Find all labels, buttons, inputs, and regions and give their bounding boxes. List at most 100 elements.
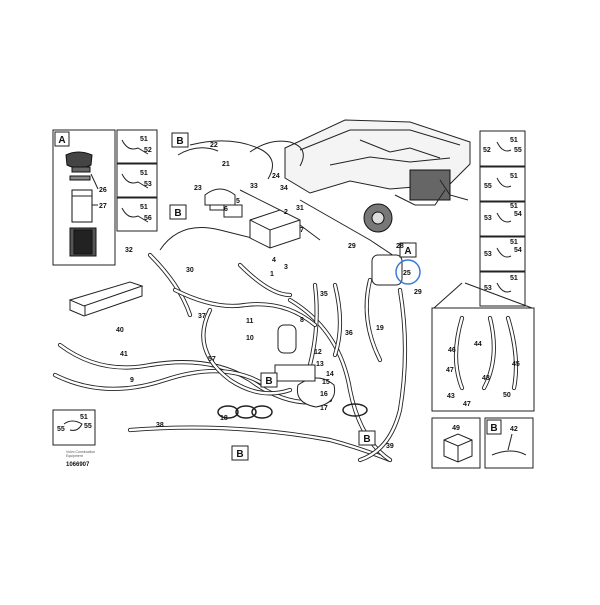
clip-group-right-4: 51 53 54 xyxy=(479,236,526,272)
svg-text:28: 28 xyxy=(396,243,404,250)
svg-text:30: 30 xyxy=(186,267,194,274)
section-tag-b-1: B xyxy=(171,132,189,148)
svg-text:6: 6 xyxy=(224,206,228,213)
svg-text:A: A xyxy=(404,246,411,257)
svg-text:48: 48 xyxy=(482,375,490,382)
inset-a-tag: A xyxy=(58,135,65,146)
svg-text:12: 12 xyxy=(314,349,322,356)
svg-text:3: 3 xyxy=(284,264,288,271)
clip-group-left-3: 51 56 xyxy=(116,197,158,232)
svg-text:25: 25 xyxy=(403,270,411,277)
svg-text:8: 8 xyxy=(300,317,304,324)
svg-text:5: 5 xyxy=(236,198,240,205)
footer-line-2: Equipment xyxy=(66,454,83,458)
svg-text:15: 15 xyxy=(322,379,330,386)
section-tag-b-4: B xyxy=(231,445,249,461)
filter-cartridge-icon xyxy=(71,189,93,223)
filter-canister-icon xyxy=(204,188,236,206)
svg-text:54: 54 xyxy=(514,211,522,218)
svg-text:50: 50 xyxy=(503,392,511,399)
svg-text:35: 35 xyxy=(320,291,328,298)
svg-text:55: 55 xyxy=(514,147,522,154)
svg-text:B: B xyxy=(174,208,181,219)
svg-text:36: 36 xyxy=(345,330,353,337)
accumulator-icon xyxy=(296,377,336,408)
svg-text:31: 31 xyxy=(296,205,304,212)
svg-text:51: 51 xyxy=(510,203,518,210)
svg-text:34: 34 xyxy=(280,185,288,192)
svg-text:B: B xyxy=(490,423,497,434)
svg-text:56: 56 xyxy=(144,215,152,222)
section-tag-b-5: B xyxy=(358,430,376,446)
clip-group-right-2: 51 55 xyxy=(479,166,526,202)
box-b-42: B 42 xyxy=(484,417,534,469)
svg-text:11: 11 xyxy=(246,318,254,325)
svg-text:29: 29 xyxy=(348,243,356,250)
svg-text:55: 55 xyxy=(57,426,65,433)
svg-text:39: 39 xyxy=(386,443,394,450)
svg-text:51: 51 xyxy=(510,275,518,282)
svg-text:2: 2 xyxy=(284,209,288,216)
clip-group-right-3: 51 54 53 xyxy=(479,201,526,237)
svg-text:53: 53 xyxy=(484,251,492,258)
hydraulic-hoses xyxy=(52,252,408,463)
section-tag-b-2: B xyxy=(169,204,187,220)
clip-group-right-5: 51 53 xyxy=(479,271,526,307)
section-tag-b-3: B xyxy=(260,372,278,388)
svg-text:47: 47 xyxy=(446,367,454,374)
svg-text:21: 21 xyxy=(222,161,230,168)
svg-text:44: 44 xyxy=(474,341,482,348)
machine-frame-icon xyxy=(284,119,471,233)
svg-text:9: 9 xyxy=(130,377,134,384)
hose-detail-box: 46 44 45 48 47 50 43 47 xyxy=(431,282,535,412)
clip-group-left-2: 51 53 xyxy=(116,163,158,198)
svg-text:1: 1 xyxy=(270,271,274,278)
valve-icon xyxy=(274,324,316,382)
clip-group-left-1: 51 52 xyxy=(116,129,158,164)
inset-a: A 26 27 xyxy=(52,129,116,266)
svg-text:42: 42 xyxy=(510,426,518,433)
hydraulic-pipes xyxy=(159,140,401,261)
hose-clamps-icon xyxy=(217,403,368,419)
svg-text:41: 41 xyxy=(120,351,128,358)
label-27: 27 xyxy=(99,203,107,210)
footer-line-1: Volvo Construction xyxy=(66,450,95,454)
svg-text:B: B xyxy=(176,136,183,147)
svg-text:54: 54 xyxy=(514,247,522,254)
svg-text:51: 51 xyxy=(510,239,518,246)
section-tag-a: A xyxy=(399,242,417,258)
svg-text:57: 57 xyxy=(208,356,216,363)
svg-text:46: 46 xyxy=(448,347,456,354)
svg-text:53: 53 xyxy=(484,215,492,222)
filter-head-icon xyxy=(65,151,93,181)
part-callouts: 22 21 23 24 33 34 2 6 5 31 35 32 30 7 4 … xyxy=(116,142,422,450)
svg-text:22: 22 xyxy=(210,142,218,149)
box-49: 49 xyxy=(431,417,481,469)
svg-text:53: 53 xyxy=(484,285,492,292)
svg-text:47: 47 xyxy=(463,401,471,408)
svg-text:51: 51 xyxy=(140,204,148,211)
clip-group-right-1: 51 52 55 xyxy=(479,130,526,167)
svg-text:51: 51 xyxy=(140,170,148,177)
manifold-block-icon xyxy=(68,281,144,317)
svg-text:14: 14 xyxy=(326,371,334,378)
svg-text:51: 51 xyxy=(510,173,518,180)
svg-text:51: 51 xyxy=(80,414,88,421)
svg-text:49: 49 xyxy=(452,425,460,432)
svg-text:13: 13 xyxy=(316,361,324,368)
svg-text:19: 19 xyxy=(376,325,384,332)
svg-text:18: 18 xyxy=(220,415,228,422)
footer-code: 1066907 xyxy=(66,462,90,468)
svg-text:33: 33 xyxy=(250,183,258,190)
svg-text:16: 16 xyxy=(320,391,328,398)
highlight-circle xyxy=(395,259,421,285)
svg-text:38: 38 xyxy=(156,422,164,429)
footer: Volvo Construction Equipment 1066907 xyxy=(66,450,95,468)
svg-text:24: 24 xyxy=(272,173,280,180)
svg-text:51: 51 xyxy=(510,137,518,144)
svg-text:23: 23 xyxy=(194,185,202,192)
svg-text:B: B xyxy=(363,434,370,445)
svg-text:53: 53 xyxy=(144,181,152,188)
svg-text:B: B xyxy=(265,376,272,387)
